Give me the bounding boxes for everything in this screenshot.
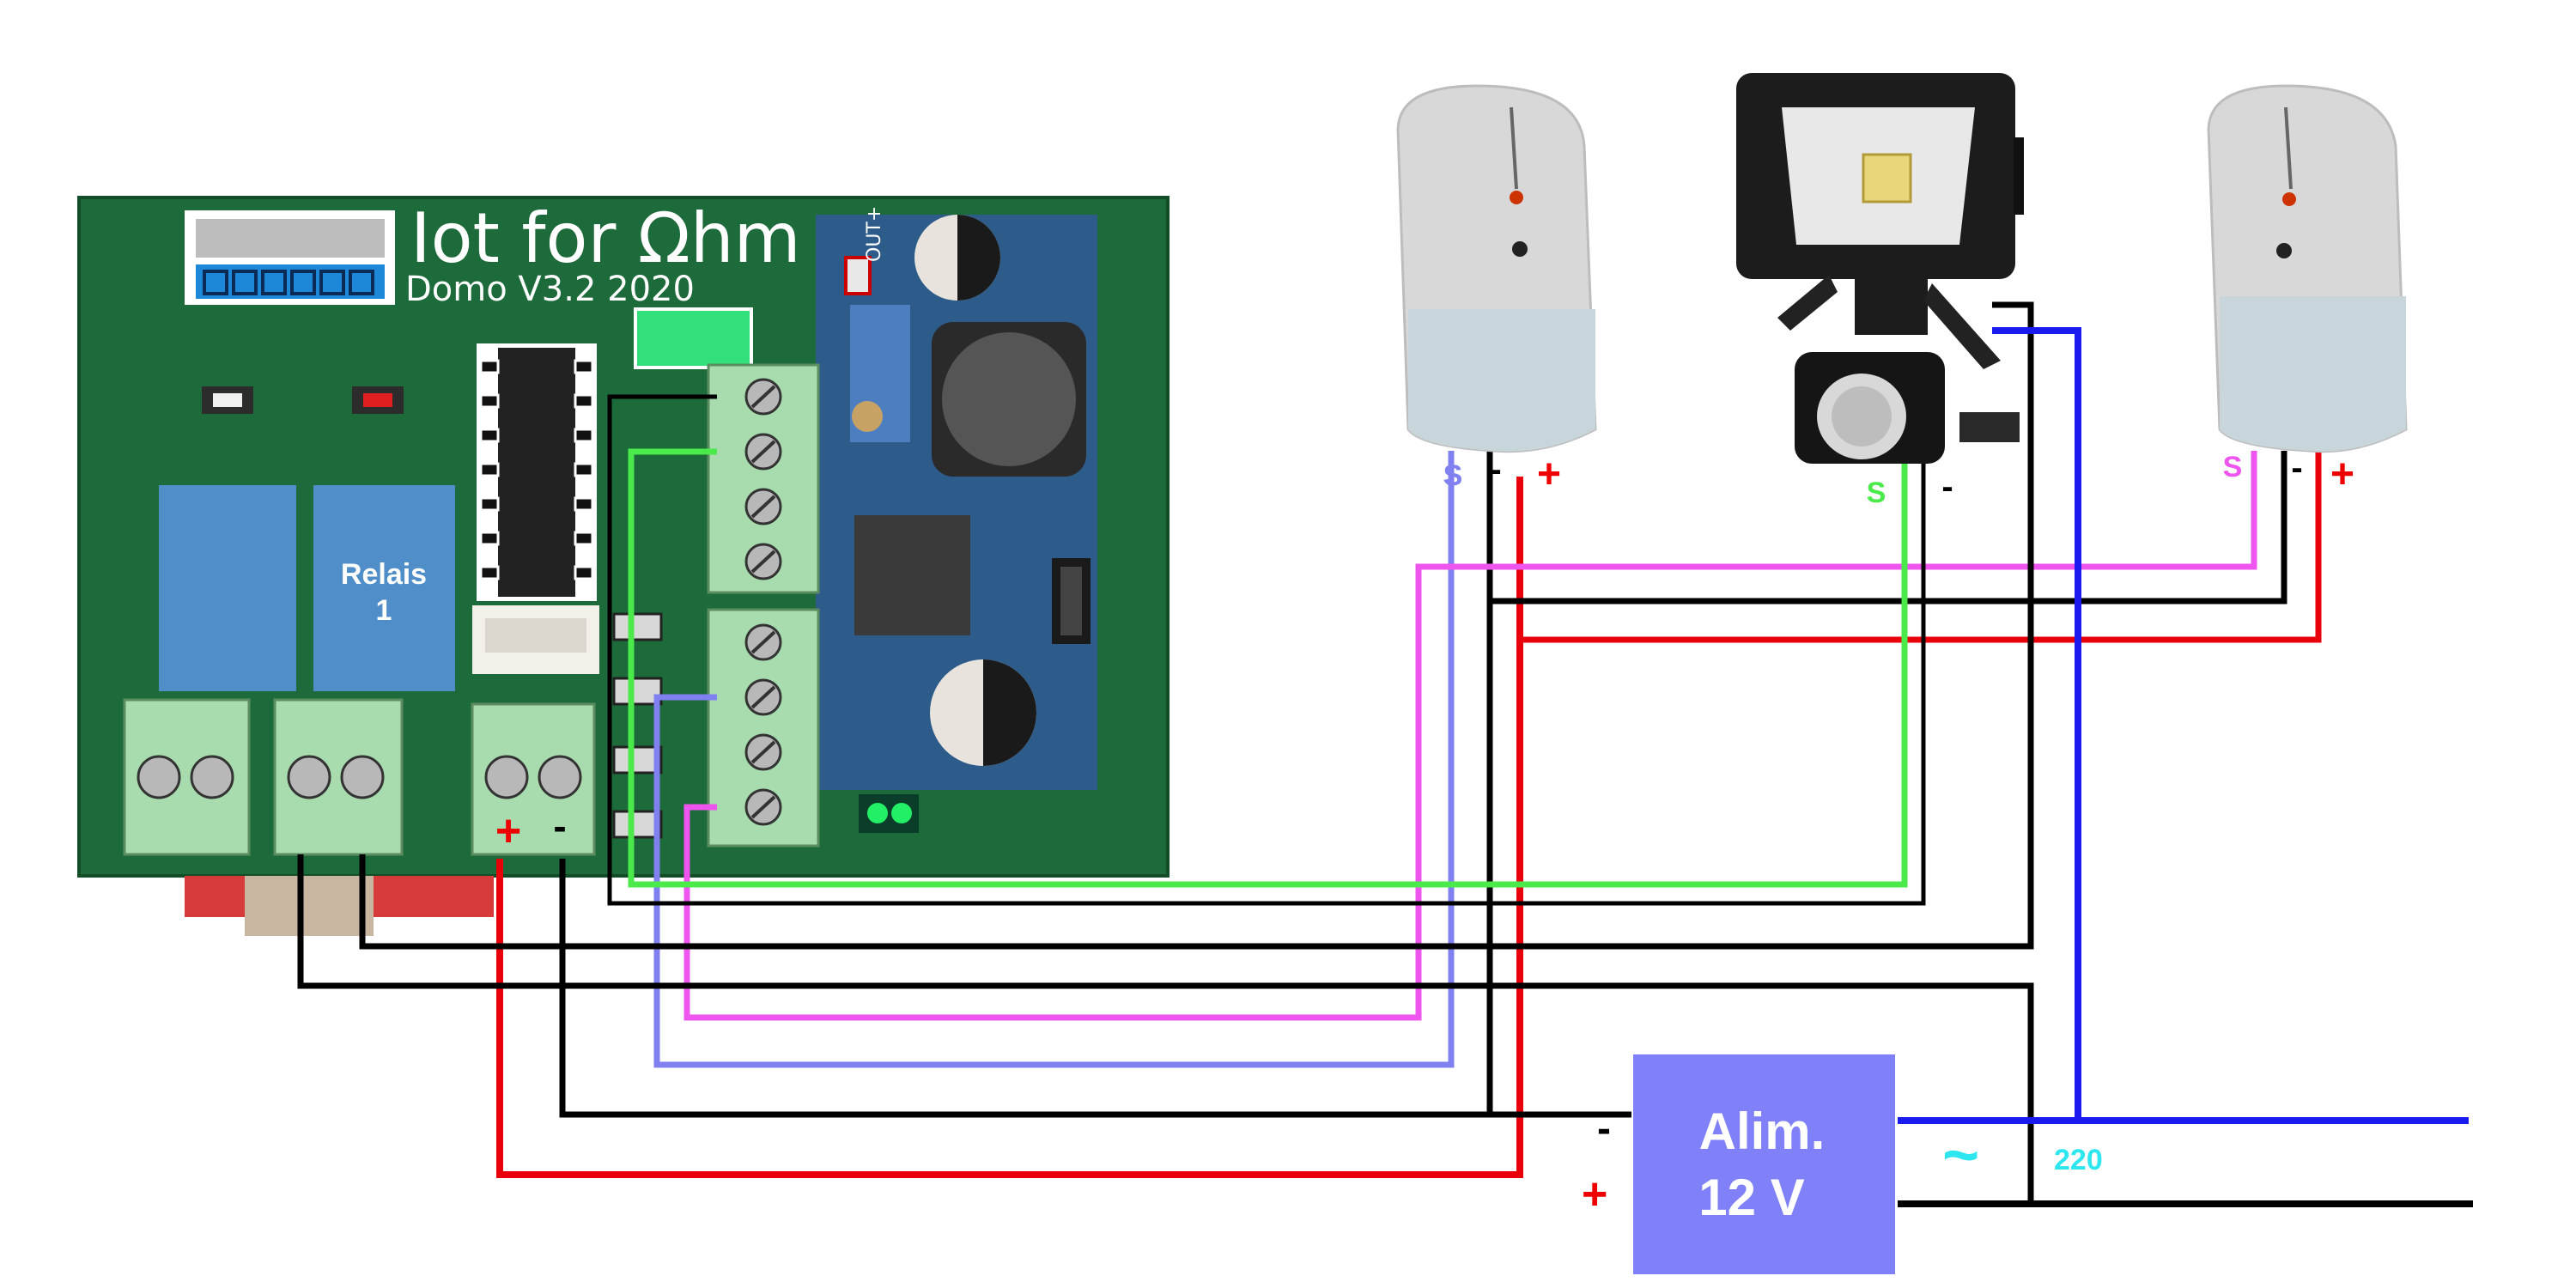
floodlight-minus-label: - [1941,468,1953,506]
board-plus-label: + [495,806,521,856]
wire-black-relay1-b [297,854,2034,1206]
left-pir-sensor: S - + [1396,84,1597,497]
status-led-right [352,386,404,414]
wire-black-relay1-a [359,301,2034,950]
wire-black-to-right-pir [1490,451,2287,605]
left-pir-plus-label: + [1537,452,1561,497]
board-subtitle: Domo V3.2 2020 [405,270,695,309]
board-title: Iot for Ωhm [410,198,801,278]
relay1-terminals [273,698,404,856]
psu-minus-label: - [1597,1106,1611,1151]
status-led-left [202,386,253,414]
psu-line1: Alim. [1699,1103,1826,1160]
wire-red-plus-main [496,477,1523,1178]
display-module [185,210,395,305]
right-pir-s-label: S [2223,451,2243,483]
left-pir-minus-label: - [1490,451,1501,489]
wires [297,301,2473,1207]
right-pir-minus-label: - [2291,449,2302,487]
board-minus-label: - [553,804,566,848]
ac-symbol: ~ [1942,1119,1979,1190]
right-pir-sensor: S - + [2207,84,2408,497]
relay-2 [159,485,296,691]
dcdc-module: OUT+ [816,206,1097,833]
relay-1 [313,485,455,691]
floodlight-sensor: S - [1736,73,2024,509]
wire-black-floodlight [607,394,1926,906]
green-header [634,307,753,369]
power-terminals [471,702,596,856]
relay-label-line1: Relais [341,558,427,591]
wire-red-to-right-pir [1520,451,2322,643]
module-label: OUT+ [864,206,885,262]
jst-connector [472,605,599,674]
terminal-block-top [707,363,820,594]
floodlight-s-label: S [1867,477,1886,509]
ic-chip [477,343,597,601]
terminal-block-bottom [707,608,820,848]
side-pins [612,612,663,839]
mains-voltage-label: 220 [2054,1144,2103,1176]
wire-green-signal [628,448,1908,888]
wire-blue-mains [1992,327,2469,1124]
controller-board: Iot for Ωhm Domo V3.2 2020 Relais 1 [77,196,1170,936]
relay2-terminals [123,698,251,856]
psu-plus-label: + [1582,1170,1607,1219]
psu-line2: 12 V [1698,1169,1804,1226]
power-jack-right [374,876,494,917]
wire-periwinkle-signal [653,451,1455,1068]
power-supply: Alim. 12 V - + ~ 220 [1582,1054,2103,1274]
wire-magenta-signal [683,451,2257,1021]
usb-connector [245,876,374,936]
relay-label-line2: 1 [376,594,392,627]
left-pir-s-label: S [1443,459,1463,492]
right-pir-plus-label: + [2330,452,2354,497]
power-jack-left [185,876,245,917]
